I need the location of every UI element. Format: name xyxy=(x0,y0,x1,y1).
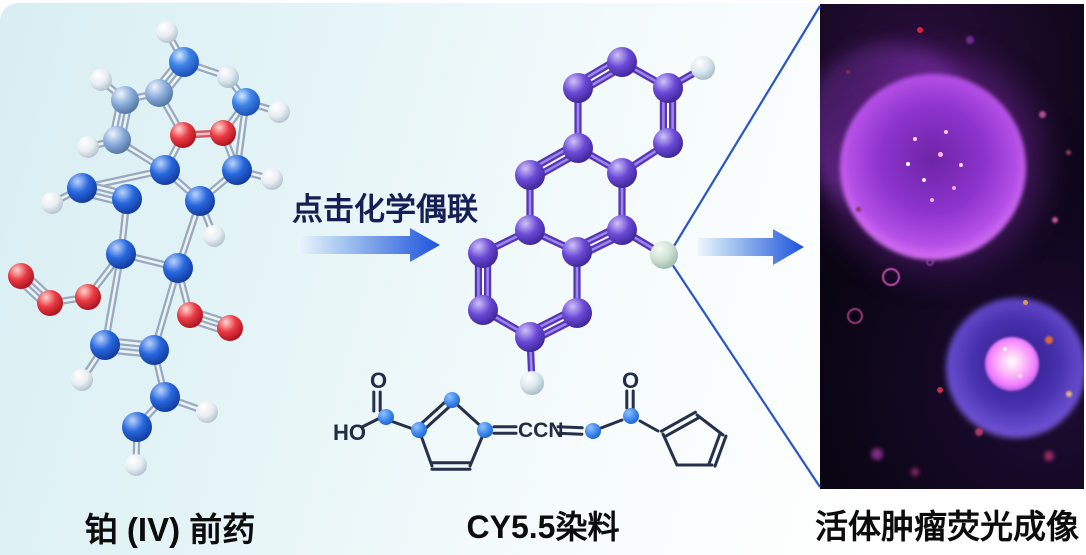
secondary-spheroid-core xyxy=(985,337,1039,391)
caption-platinum-prodrug: 铂 (IV) 前药 xyxy=(84,511,256,548)
cell-ring xyxy=(847,308,863,324)
particle xyxy=(917,27,923,33)
particle xyxy=(1022,299,1028,305)
particle xyxy=(937,387,943,393)
particle xyxy=(952,186,956,190)
particle xyxy=(1018,374,1022,378)
particle xyxy=(1065,149,1071,155)
skeletal-ccn-label: CCN xyxy=(518,419,564,442)
particle xyxy=(911,468,919,476)
caption-cy55-dye: CY5.5染料 xyxy=(466,509,620,545)
particle xyxy=(1045,336,1053,344)
particle xyxy=(929,197,935,203)
particle xyxy=(906,162,910,166)
particle xyxy=(1003,347,1007,351)
main-tumor-spheroid xyxy=(840,74,1026,260)
skeletal-o-left-label: O xyxy=(370,368,388,393)
particle xyxy=(871,448,883,460)
particle xyxy=(944,130,948,134)
particle xyxy=(1066,391,1072,397)
process-label-click-chemistry: 点击化学偶联 xyxy=(292,192,478,227)
particle xyxy=(937,151,943,157)
particle xyxy=(1052,217,1058,223)
particle xyxy=(1038,110,1046,118)
fluorescence-image xyxy=(820,4,1084,489)
particle xyxy=(846,70,850,74)
particle xyxy=(922,178,926,182)
particle xyxy=(913,137,917,141)
particle xyxy=(975,428,983,436)
cell-ring xyxy=(926,258,934,266)
particle xyxy=(1044,451,1054,461)
cell-ring xyxy=(882,268,900,286)
caption-tumor-imaging: 活体肿瘤荧光成像 xyxy=(815,508,1079,545)
particle xyxy=(959,163,963,167)
particle xyxy=(966,36,974,44)
particle xyxy=(855,206,861,212)
skeletal-ho-label: HO xyxy=(333,420,366,445)
skeletal-o-right-label: O xyxy=(622,368,640,393)
